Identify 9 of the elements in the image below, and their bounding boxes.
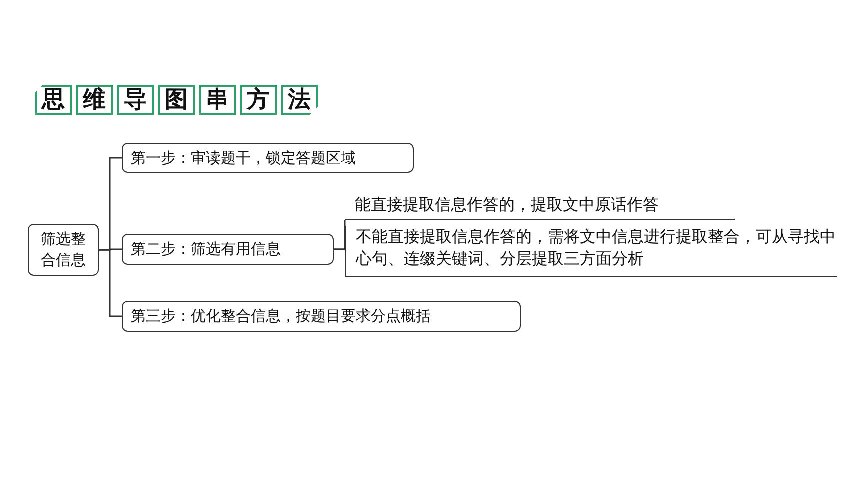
step-box: 第二步：筛选有用信息 xyxy=(122,234,334,265)
branch-text: 不能直接提取信息作答的，需将文中信息进行提取整合，可从寻找中心句、连缀关键词、分层提取三方面分析 xyxy=(345,226,837,277)
connector-line xyxy=(99,249,122,318)
branch-text: 能直接提取信息作答的，提取文中原话作答 xyxy=(345,194,735,220)
topic-box: 筛选整合信息 xyxy=(28,224,99,276)
step-box: 第一步：审读题干，锁定答题区域 xyxy=(122,143,414,173)
title: 思维导图串方法 xyxy=(35,85,318,115)
step-box: 第三步：优化整合信息，按题目要求分点概括 xyxy=(122,301,521,332)
connector-line xyxy=(334,248,345,250)
